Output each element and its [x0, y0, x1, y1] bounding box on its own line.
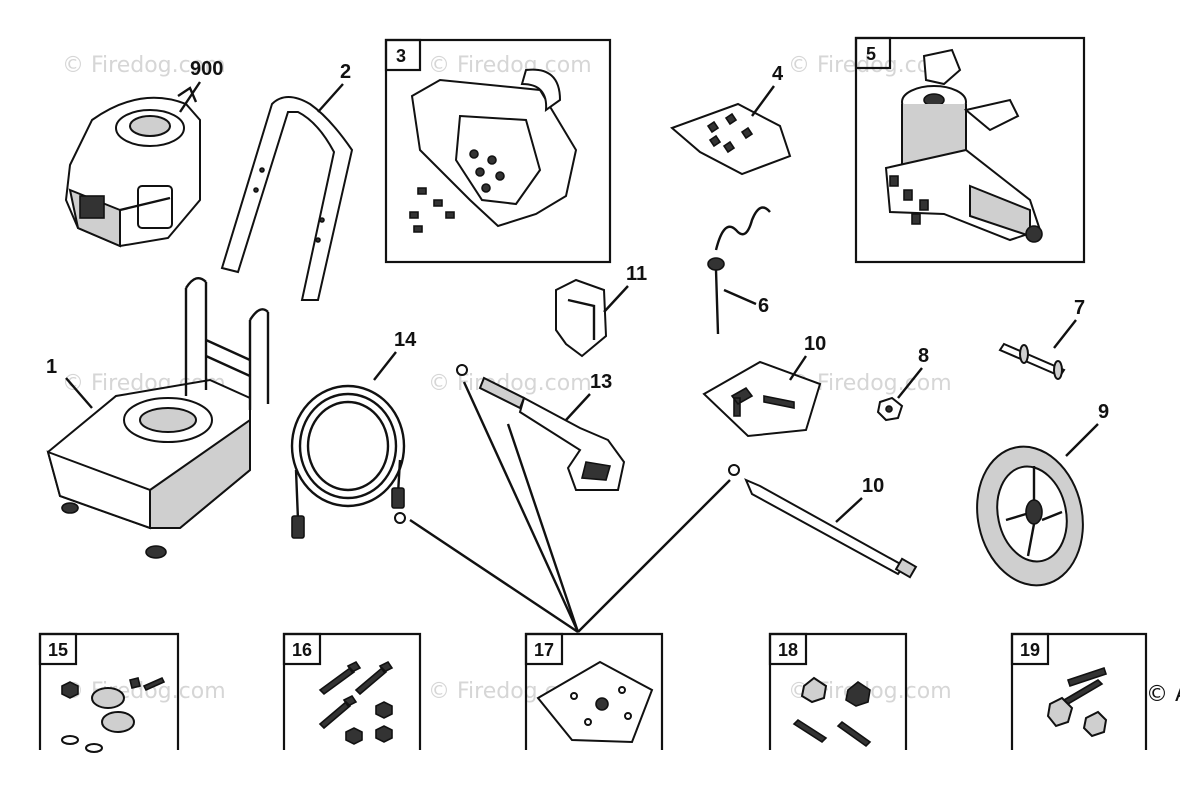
- hardware-pack-4-drawing[interactable]: [670, 102, 792, 176]
- control-panel-drawing[interactable]: [409, 68, 578, 233]
- leader-line: [751, 85, 775, 117]
- part-number-1: 1: [46, 356, 57, 378]
- gun-holder-drawing[interactable]: [555, 278, 608, 358]
- watermark: © Firedog.com: [428, 53, 592, 78]
- kit-box-16[interactable]: 16: [282, 632, 422, 750]
- wheel-drawing[interactable]: [965, 437, 1096, 596]
- leader-line: [317, 83, 344, 113]
- kit-box-19[interactable]: 19: [1010, 632, 1148, 750]
- leader-line: [723, 288, 757, 306]
- kit-box-6-tab: [854, 36, 892, 70]
- engine-drawing[interactable]: [64, 86, 201, 248]
- part-number-13: 13: [590, 371, 612, 393]
- base-frame-drawing[interactable]: [46, 276, 270, 559]
- copyright-fragment: © A: [1146, 682, 1180, 707]
- axle-drawing[interactable]: [998, 342, 1066, 380]
- part-number-8: 8: [918, 345, 929, 367]
- part-number-9: 9: [1098, 401, 1109, 423]
- kit-number-15: 15: [48, 640, 68, 660]
- leader-line: [789, 355, 807, 381]
- part-number-12: 11: [626, 263, 647, 285]
- part-number-4: 4: [772, 63, 784, 85]
- kit-box-3: [384, 38, 612, 264]
- part-number-10: 10: [862, 475, 884, 497]
- leader-line: [835, 497, 863, 523]
- kit-box-17[interactable]: 17: [524, 632, 664, 750]
- pump-drawing[interactable]: [884, 48, 1043, 243]
- part-number-2: 2: [340, 61, 351, 83]
- kit-box-6: [854, 36, 1086, 264]
- leader-line: [1065, 423, 1099, 457]
- kit-number-17: 17: [534, 640, 554, 660]
- leader-line: [897, 367, 923, 399]
- part-number-14: 14: [394, 329, 417, 351]
- leader-line: [565, 393, 591, 421]
- leader-line: [65, 377, 93, 409]
- part-number-3: 3: [396, 46, 406, 66]
- detergent-hose-drawing[interactable]: [707, 206, 771, 335]
- handle-drawing[interactable]: [220, 96, 354, 301]
- watermark: © Firedog.com: [62, 679, 226, 704]
- leader-line: [1053, 319, 1077, 349]
- watermark: © Firedog.com: [62, 53, 226, 78]
- leader-line: [179, 81, 201, 113]
- part-number-900: 900: [190, 58, 223, 80]
- kit-box-15[interactable]: 15: [38, 632, 180, 753]
- kit-number-18: 18: [778, 640, 798, 660]
- nut-drawing[interactable]: [876, 396, 904, 422]
- kit-number-19: 19: [1020, 640, 1040, 660]
- part-number-6: 5: [866, 44, 876, 64]
- kit-number-16: 16: [292, 640, 312, 660]
- spray-lance-drawing[interactable]: [728, 464, 918, 579]
- kit-17-leaders: [409, 381, 731, 633]
- leader-line: [603, 285, 629, 313]
- kit-box-3-tab: [384, 38, 422, 72]
- spray-gun-drawing[interactable]: [456, 364, 626, 491]
- part-number-5: 6: [758, 295, 769, 317]
- kit-box-18[interactable]: 18: [768, 632, 908, 750]
- part-number-7: 7: [1074, 297, 1085, 319]
- part-number-11: 10: [804, 333, 826, 355]
- high-pressure-hose-drawing[interactable]: [290, 384, 406, 539]
- leader-line: [373, 351, 397, 381]
